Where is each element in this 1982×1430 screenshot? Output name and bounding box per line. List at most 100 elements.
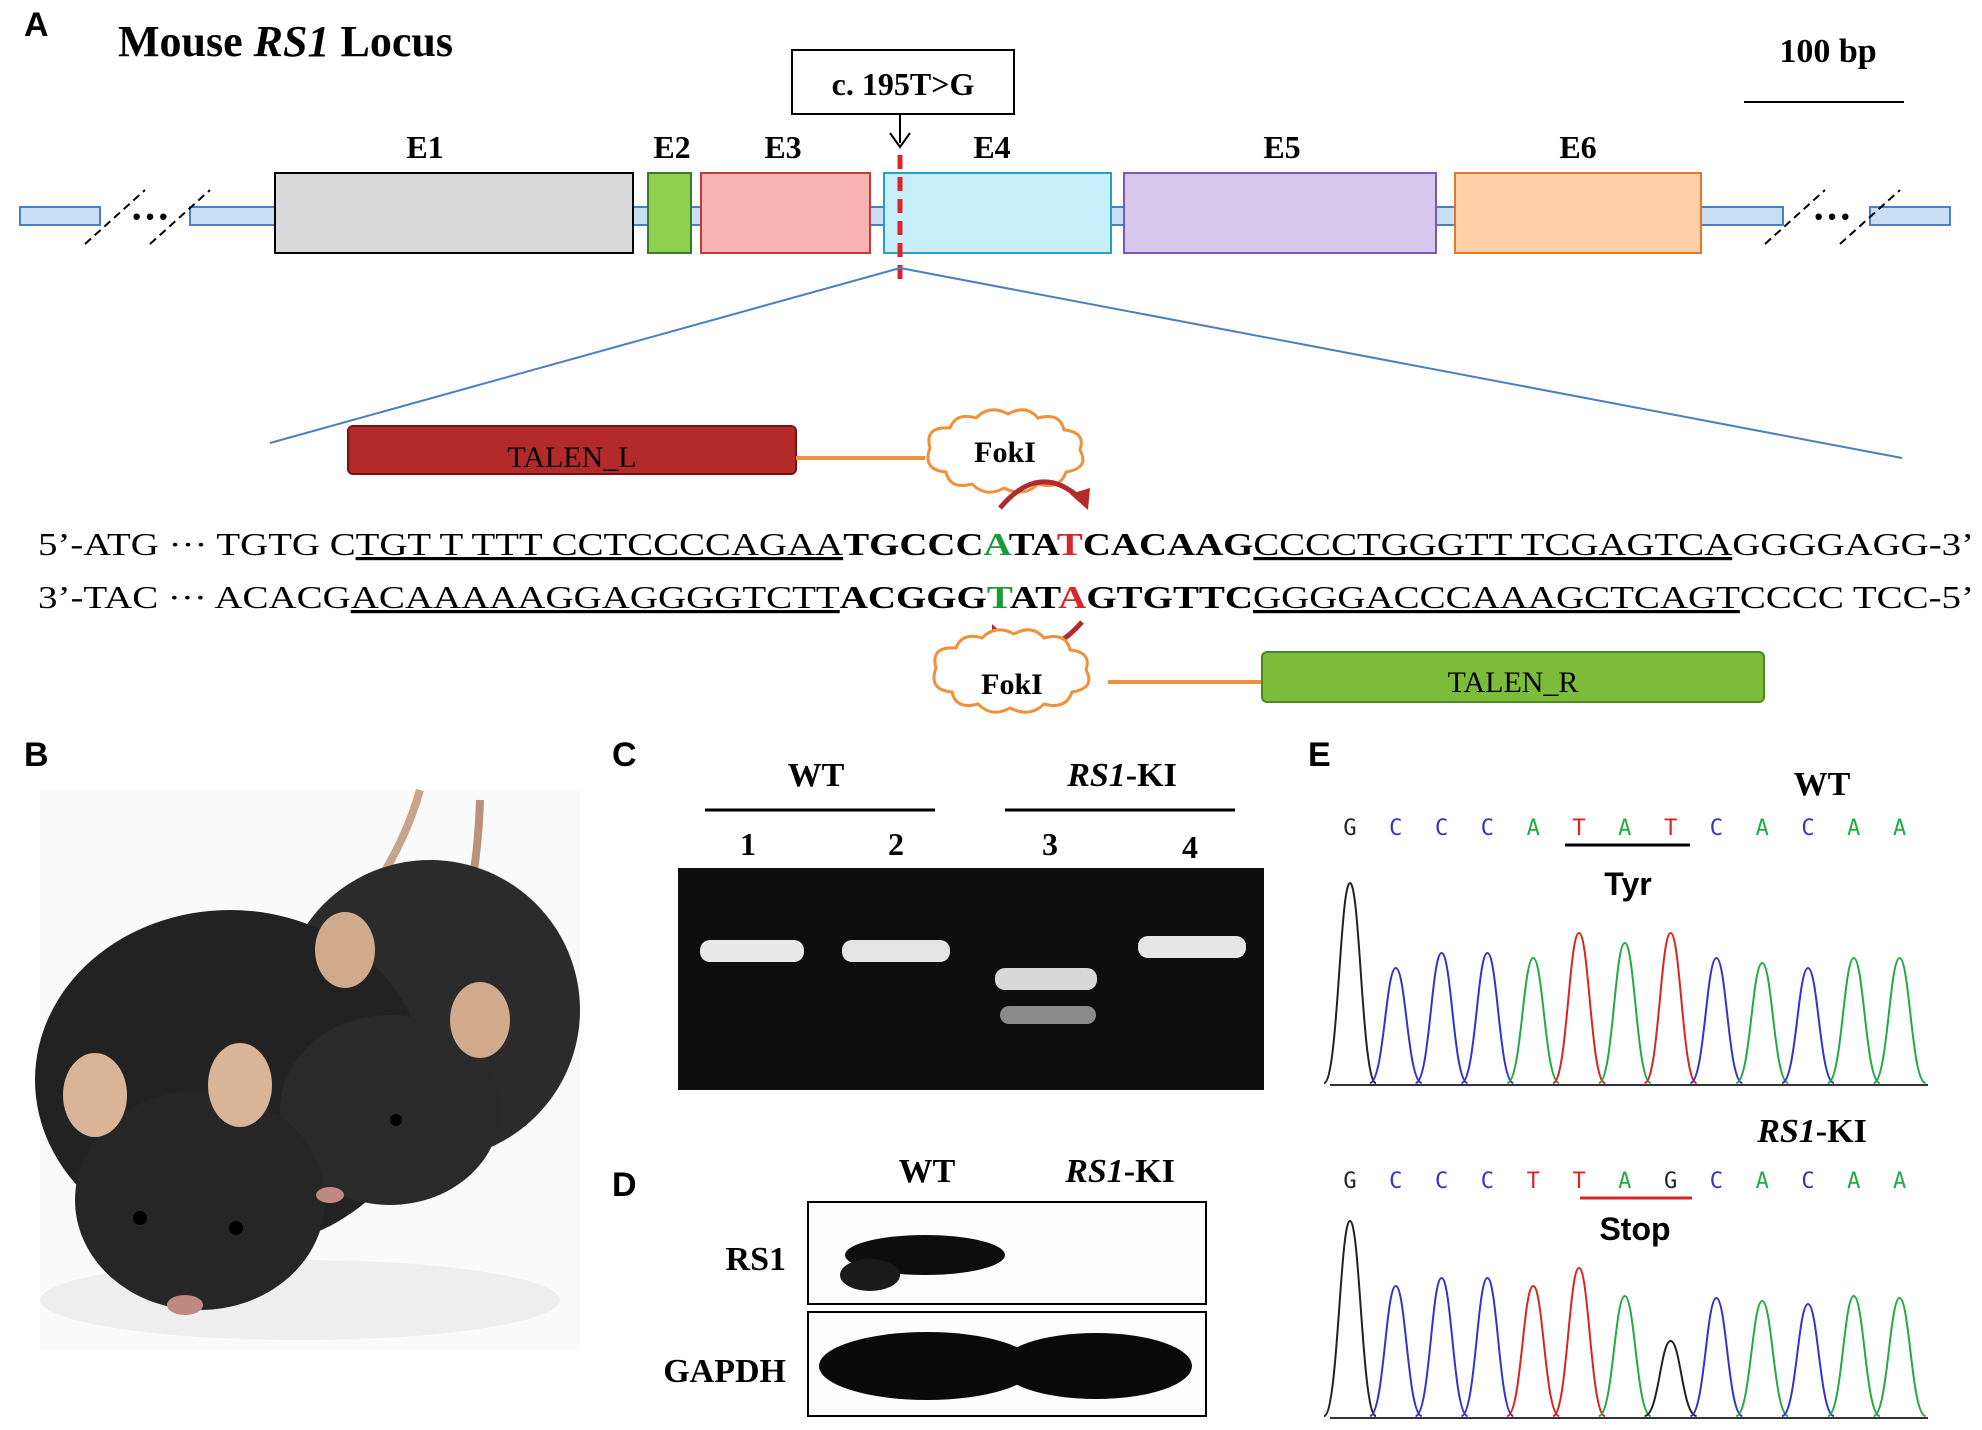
exon-label-e3: E3 xyxy=(764,129,801,165)
ki-peak-6 xyxy=(1552,1266,1606,1417)
wt-peak-7 xyxy=(1597,941,1652,1084)
ki-peak-7 xyxy=(1598,1294,1652,1417)
mutation-label: c. 195T>G xyxy=(832,66,975,102)
ki-peak-8 xyxy=(1644,1339,1698,1417)
wt-peak-8 xyxy=(1643,931,1698,1084)
ki-base-9: C xyxy=(1710,1169,1723,1194)
foki-top-label: FokI xyxy=(974,436,1036,469)
break-mark-right-1 xyxy=(1764,189,1826,245)
mouse-nose-1 xyxy=(167,1295,203,1315)
mouse-eye-1 xyxy=(133,1211,147,1225)
blot-rs1-band-wt-tail xyxy=(840,1259,900,1291)
ki-peak-2 xyxy=(1369,1284,1423,1417)
blot-gapdh-band-wt xyxy=(819,1332,1035,1400)
mouse-eye-2 xyxy=(229,1221,243,1235)
ki-base-2: C xyxy=(1389,1169,1402,1194)
exon-e2 xyxy=(647,172,692,254)
locus-title: Mouse RS1 Locus xyxy=(118,17,453,66)
panel-label-d: D xyxy=(612,1166,637,1204)
break-ellipsis-right: ··· xyxy=(1812,194,1852,239)
wt-peak-10 xyxy=(1735,961,1789,1084)
ki-base-7: A xyxy=(1618,1169,1631,1194)
panel-label-e: E xyxy=(1308,736,1331,774)
talen-l-bar xyxy=(347,425,797,475)
exon-label-e4: E4 xyxy=(973,129,1010,165)
ki-peak-1 xyxy=(1323,1219,1377,1417)
wt-peak-6 xyxy=(1552,931,1606,1084)
break-mark-right-2 xyxy=(1839,189,1901,245)
wt-base-3: C xyxy=(1435,816,1448,841)
cut-arrow-top xyxy=(998,479,1084,510)
trace-wt-chromatogram xyxy=(1323,881,1927,1084)
gel-lane-3: 3 xyxy=(1042,826,1058,862)
wt-peak-1 xyxy=(1323,881,1377,1084)
trace-wt-codon: Tyr xyxy=(1604,866,1651,902)
gel-lane-2: 2 xyxy=(888,826,904,862)
wt-base-12: A xyxy=(1847,816,1860,841)
exon-label-e2: E2 xyxy=(653,129,690,165)
trace-wt-label: WT xyxy=(1794,766,1851,803)
wt-base-7: A xyxy=(1618,816,1631,841)
wt-base-6: T xyxy=(1572,816,1585,841)
wt-peak-4 xyxy=(1460,951,1514,1084)
exon-label-e5: E5 xyxy=(1263,129,1300,165)
wt-peak-12 xyxy=(1827,956,1881,1084)
ki-peak-9 xyxy=(1689,1296,1743,1417)
wt-peak-3 xyxy=(1415,951,1469,1084)
foki-bottom-label: FokI xyxy=(981,668,1043,701)
ki-base-3: C xyxy=(1435,1169,1448,1194)
mouse-ear-3 xyxy=(315,912,375,988)
foki-top-cloud xyxy=(926,408,1085,494)
ki-base-1: G xyxy=(1343,1169,1356,1194)
ki-base-5: T xyxy=(1527,1169,1540,1194)
gel-lane-1: 1 xyxy=(740,826,756,862)
wt-base-1: G xyxy=(1343,816,1356,841)
ki-base-11: C xyxy=(1801,1169,1814,1194)
mice-photo xyxy=(35,788,580,1350)
ki-base-8: G xyxy=(1664,1169,1677,1194)
blot-row-gapdh: GAPDH xyxy=(663,1353,786,1390)
foki-bottom-cloud xyxy=(932,628,1091,714)
gel-band-lane-1 xyxy=(700,940,804,962)
wt-peak-13 xyxy=(1873,956,1927,1084)
ki-peak-5 xyxy=(1506,1284,1560,1417)
mouse-head-front xyxy=(75,1090,325,1310)
ki-peak-3 xyxy=(1414,1276,1469,1417)
wt-base-5: A xyxy=(1527,816,1540,841)
blot-col-wt: WT xyxy=(899,1153,956,1190)
break-mark-left-2 xyxy=(149,189,211,245)
ki-peak-4 xyxy=(1460,1276,1515,1417)
wt-base-13: A xyxy=(1893,816,1906,841)
talen-l-label: TALEN_L xyxy=(507,441,636,474)
blot-col-ki: RS1-KI xyxy=(1064,1153,1175,1190)
gel-lane-4: 4 xyxy=(1182,829,1198,865)
exon-e5 xyxy=(1123,172,1437,254)
wt-peak-5 xyxy=(1506,956,1560,1084)
talen-r-bar xyxy=(1261,651,1765,703)
wt-base-9: C xyxy=(1710,816,1723,841)
trace-ki-chromatogram xyxy=(1323,1219,1927,1417)
mouse-head-back xyxy=(280,1015,500,1205)
trace-ki-codon: Stop xyxy=(1599,1211,1670,1247)
mouse-ear-2 xyxy=(208,1043,272,1127)
mouse-ear-4 xyxy=(450,982,510,1058)
ki-base-12: A xyxy=(1847,1169,1860,1194)
gel-band-lane-3-lower xyxy=(1000,1006,1096,1024)
break-ellipsis-left: ··· xyxy=(130,194,170,239)
blot-gapdh-band-ki xyxy=(1000,1333,1192,1399)
mouse-nose-2 xyxy=(316,1187,344,1203)
ki-base-13: A xyxy=(1893,1169,1906,1194)
gel-band-lane-3-upper xyxy=(995,968,1097,990)
gel-band-lane-4 xyxy=(1138,936,1246,958)
scale-bar-label: 100 bp xyxy=(1779,33,1876,70)
ki-peak-11 xyxy=(1781,1302,1835,1417)
ki-peak-13 xyxy=(1873,1296,1927,1417)
mouse-ear-1 xyxy=(63,1053,127,1137)
wt-peak-11 xyxy=(1781,966,1835,1084)
wt-peak-9 xyxy=(1689,956,1743,1084)
wt-base-8: T xyxy=(1664,816,1677,841)
zoom-line-right xyxy=(899,267,1903,459)
